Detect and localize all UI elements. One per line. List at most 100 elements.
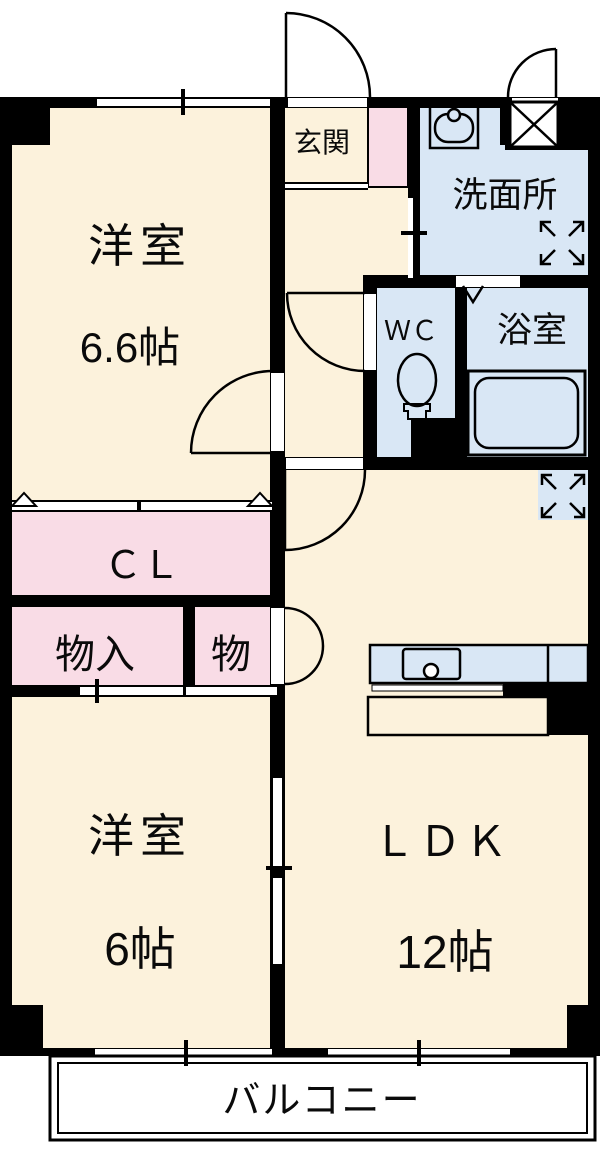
sliding-door-ldk-upper xyxy=(273,778,282,866)
washer-space-arrows-icon xyxy=(539,220,585,266)
kitchen-kickboard xyxy=(371,684,504,692)
shaft-x-icon xyxy=(508,100,560,149)
wc-door-opening xyxy=(364,294,376,370)
cl-door-line-top xyxy=(12,500,272,502)
tick-window-bottom-right xyxy=(417,1040,421,1066)
ldk-floor xyxy=(270,457,588,1052)
closet-cl-label: ＣＬ xyxy=(104,545,180,587)
vanity-counter xyxy=(428,104,480,150)
genkan-step-line xyxy=(285,182,368,190)
sliding-door-storage-right xyxy=(186,687,277,695)
cl-door-band xyxy=(12,500,272,512)
balcony-outer-rail xyxy=(48,1054,597,1142)
fridge-arrow-sw xyxy=(540,502,557,519)
bedroom-top-floor xyxy=(12,100,270,500)
kitchen-base-cabinet xyxy=(366,695,550,737)
toilet-bowl xyxy=(396,352,438,408)
wall-wc-bath xyxy=(455,288,467,458)
bathtub-icon xyxy=(466,369,587,457)
tick-window-top xyxy=(181,89,185,115)
ldk-door-arc-icon xyxy=(284,469,367,552)
bath-label: 浴室 xyxy=(497,311,567,350)
balcony-inner-rail xyxy=(57,1062,588,1134)
bath-floor xyxy=(467,288,588,458)
cl-door-line-bottom xyxy=(12,510,272,512)
genkan-shoe-cabinet xyxy=(367,104,409,188)
entrance-door-opening xyxy=(288,98,367,107)
vanity-sink-icon xyxy=(428,104,480,150)
fridge-arrow-se xyxy=(569,502,586,519)
washroom-label: 洗面所 xyxy=(452,176,557,215)
storage-small-label: 物 xyxy=(211,633,251,677)
wall-block-wc xyxy=(411,418,457,460)
shaft-x-lines xyxy=(509,101,559,148)
ldk-size-label: 12帖 xyxy=(396,926,493,978)
washroom-door-strip xyxy=(408,198,413,278)
storage-small-floor xyxy=(195,607,272,685)
wall-kitchen-block xyxy=(548,683,588,735)
genkan-label: 玄関 xyxy=(294,127,350,158)
bedroom-bottom-floor xyxy=(12,690,272,1052)
vanity-faucet xyxy=(446,107,462,123)
genkan-step-edge-bottom xyxy=(285,188,368,190)
shaft-door-arc-icon xyxy=(506,47,557,98)
fridge-space-arrows-icon xyxy=(538,470,588,520)
storage-door-opening xyxy=(271,608,284,684)
bathtub-outer xyxy=(466,369,587,457)
wall-left xyxy=(0,97,12,1056)
bedroom-top-door-opening xyxy=(271,373,284,451)
toilet-base xyxy=(403,403,431,420)
entrance-door-arc-icon xyxy=(285,11,372,98)
kitchen-counter xyxy=(368,643,590,685)
toilet-icon xyxy=(396,352,438,420)
storage-large-floor xyxy=(12,607,183,685)
ldk-label: ＬＤＫ xyxy=(373,818,511,865)
wall-bottom xyxy=(0,1048,598,1056)
cl-folding-door xyxy=(9,491,275,512)
fridge-arrow-ne xyxy=(569,473,586,490)
wc-label: ＷＣ xyxy=(384,316,438,346)
bedroom-top-door-arc-icon xyxy=(189,369,274,454)
bedroom-bottom-size-label: 6帖 xyxy=(104,923,176,975)
wall-block-top-right xyxy=(558,97,590,148)
wc-door-arc-icon xyxy=(285,292,366,373)
washer-arrow-se xyxy=(568,249,585,266)
bedroom-top-size-label: 6.6帖 xyxy=(80,324,180,371)
window-bedroom-bottom xyxy=(95,1049,272,1055)
washer-arrow-ne xyxy=(568,220,585,237)
sliding-door-storage-left xyxy=(80,687,183,695)
tick-washroom-wall xyxy=(401,231,427,235)
bedroom-top-label: 洋室 xyxy=(88,220,192,272)
washer-arrow-sw xyxy=(539,249,556,266)
bathtub-inner xyxy=(473,376,580,450)
washer-arrow-nw xyxy=(539,220,556,237)
bath-folding-door-icon xyxy=(461,285,485,305)
pillar-bottom-left xyxy=(0,1005,43,1056)
fridge-arrow-nw xyxy=(540,473,557,490)
balcony-label: バルコニー xyxy=(222,1080,421,1122)
closet-cl-floor xyxy=(12,500,272,595)
cl-fold-caret-left-icon xyxy=(9,491,39,507)
wall-storage-divider xyxy=(183,607,195,685)
tick-window-bottom-left xyxy=(184,1040,188,1066)
tick-ldk-sliding-door xyxy=(266,866,292,870)
wall-cl-bottom xyxy=(0,595,285,607)
sliding-door-ldk-lower xyxy=(273,878,282,964)
genkan-step-band xyxy=(285,182,368,190)
wall-right xyxy=(588,97,600,1056)
balcony-area xyxy=(48,1054,597,1142)
kitchen-unit xyxy=(366,643,590,737)
storage-large-label: 物入 xyxy=(55,633,135,677)
cl-door-center-tick xyxy=(137,500,141,512)
ldk-door-opening xyxy=(286,458,363,469)
storage-double-door-arc-icon xyxy=(284,606,325,686)
genkan-step-edge-top xyxy=(285,182,368,184)
pillar-top-left xyxy=(0,97,50,145)
kitchen-faucet xyxy=(422,662,440,680)
pillar-bottom-right xyxy=(567,1005,598,1056)
wc-floor-lower xyxy=(377,418,413,460)
tick-storage-door xyxy=(95,679,99,703)
cl-fold-caret-right-icon xyxy=(245,491,275,507)
